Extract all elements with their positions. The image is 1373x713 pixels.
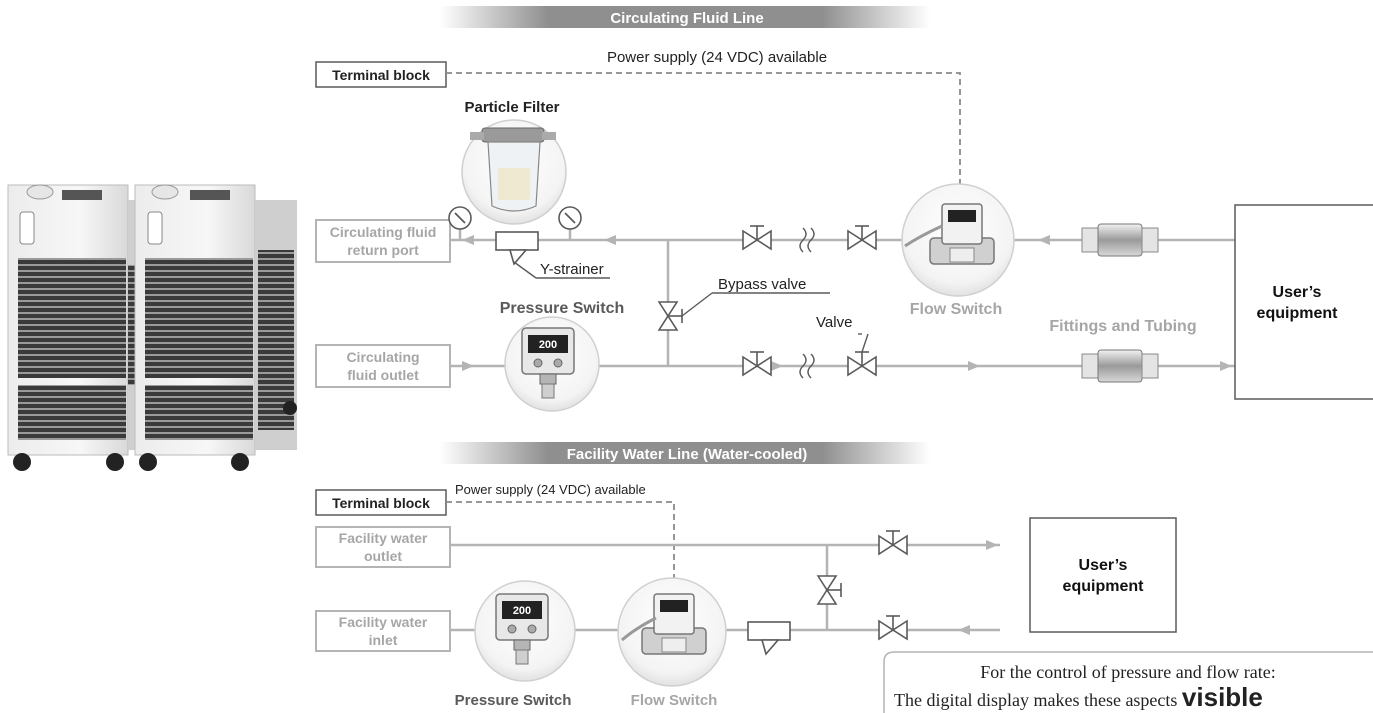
note-box: For the control of pressure and flow rat… — [883, 651, 1373, 713]
circ-terminal-block-label: Terminal block — [332, 67, 430, 83]
fac-terminal-block-label: Terminal block — [332, 495, 430, 511]
arrow-left — [958, 625, 970, 635]
arrow-right — [968, 361, 980, 371]
y-strainer-symbol: Y-strainer — [495, 231, 610, 279]
fac-users-equipment: User’s equipment — [1029, 517, 1177, 633]
return-port-label-1: Circulating fluid — [330, 224, 437, 240]
note-line-2-prefix: The digital display makes these aspects — [894, 690, 1182, 710]
fac-inlet-label-2: inlet — [369, 632, 398, 648]
fac-inlet-label-1: Facility water — [339, 614, 428, 630]
circ-pressure-switch-label: Pressure Switch — [500, 300, 625, 317]
fac-power-dashed-line — [446, 501, 675, 585]
circ-users-equipment-label-1: User’s — [1273, 284, 1322, 301]
circ-flow-switch-label: Flow Switch — [910, 301, 1002, 318]
valve-icon — [742, 225, 772, 250]
fac-y-strainer-symbol — [747, 621, 791, 656]
fitting-bottom — [1081, 349, 1159, 383]
circ-terminal-block: Terminal block — [315, 61, 447, 88]
fac-flow-switch: Flow Switch — [617, 577, 727, 709]
chiller-unit-right — [134, 184, 297, 471]
fac-pressure-readout: 200 — [513, 605, 531, 617]
fitting-top — [1081, 223, 1159, 257]
fac-flow-switch-label: Flow Switch — [631, 692, 718, 709]
fac-inlet-box: Facility water inlet — [315, 610, 451, 652]
gauge-icon — [448, 206, 472, 230]
note-line-2: The digital display makes these aspects … — [894, 682, 1263, 712]
circ-flow-switch: Flow Switch — [901, 183, 1015, 318]
particle-filter: Particle Filter — [448, 99, 582, 230]
valve-label: Valve — [816, 314, 852, 331]
note-line-1: For the control of pressure and flow rat… — [980, 662, 1275, 682]
fac-pressure-switch: 200 Pressure Switch — [455, 580, 576, 709]
fac-outlet-box: Facility water outlet — [315, 526, 451, 568]
chiller-units-image — [7, 184, 297, 471]
arrow-left — [604, 235, 616, 245]
circ-flow-arrows — [462, 235, 1232, 371]
circ-users-equipment: User’s equipment — [1234, 204, 1373, 400]
facility-line-header: Facility Water Line (Water-cooled) — [440, 442, 930, 464]
fac-users-equipment-label-2: equipment — [1063, 578, 1145, 595]
valve-icon — [878, 615, 908, 640]
arrow-left — [462, 235, 474, 245]
circ-users-equipment-label-2: equipment — [1257, 305, 1339, 322]
fac-flow-arrows — [958, 540, 998, 635]
fac-outlet-label-2: outlet — [364, 548, 402, 564]
valve-icon — [847, 225, 877, 250]
circ-power-dashed-line — [446, 72, 961, 190]
circ-return-port-box: Circulating fluid return port — [315, 219, 451, 263]
fittings-label: Fittings and Tubing — [1049, 318, 1196, 335]
outlet-label-2: fluid outlet — [347, 367, 419, 383]
valve-icon — [878, 530, 908, 555]
arrow-right — [462, 361, 474, 371]
fac-terminal-block: Terminal block — [315, 489, 447, 516]
outlet-label-1: Circulating — [346, 349, 419, 365]
valve-icon — [742, 351, 772, 376]
arrow-right — [771, 361, 783, 371]
bypass-valve: Bypass valve — [658, 276, 830, 331]
fac-outlet-label-1: Facility water — [339, 530, 428, 546]
circulating-header-text: Circulating Fluid Line — [610, 10, 763, 27]
valve-icon — [817, 575, 842, 605]
circ-power-supply-label: Power supply (24 VDC) available — [607, 49, 827, 66]
particle-filter-label: Particle Filter — [464, 99, 559, 116]
circ-pressure-switch: Pressure Switch 200 — [500, 300, 625, 412]
arrow-left — [1038, 235, 1050, 245]
arrow-right — [986, 540, 998, 550]
chiller-unit-left — [7, 184, 142, 471]
fac-pressure-switch-label: Pressure Switch — [455, 692, 572, 709]
circ-outlet-box: Circulating fluid outlet — [315, 344, 451, 388]
valve-icon — [847, 351, 877, 376]
arrow-right — [1220, 361, 1232, 371]
fac-users-equipment-label-1: User’s — [1079, 557, 1128, 574]
fac-power-supply-label: Power supply (24 VDC) available — [455, 482, 646, 497]
valve-leader — [861, 333, 869, 353]
y-strainer-label: Y-strainer — [540, 261, 604, 278]
note-line-2-emphasis: visible — [1182, 682, 1263, 712]
return-port-label-2: return port — [347, 242, 419, 258]
bypass-valve-label: Bypass valve — [718, 276, 806, 293]
pressure-readout: 200 — [539, 339, 557, 351]
gauge-icon — [558, 206, 582, 230]
valve-icon — [658, 301, 683, 331]
facility-header-text: Facility Water Line (Water-cooled) — [567, 446, 808, 463]
circulating-line-header: Circulating Fluid Line — [440, 6, 930, 28]
